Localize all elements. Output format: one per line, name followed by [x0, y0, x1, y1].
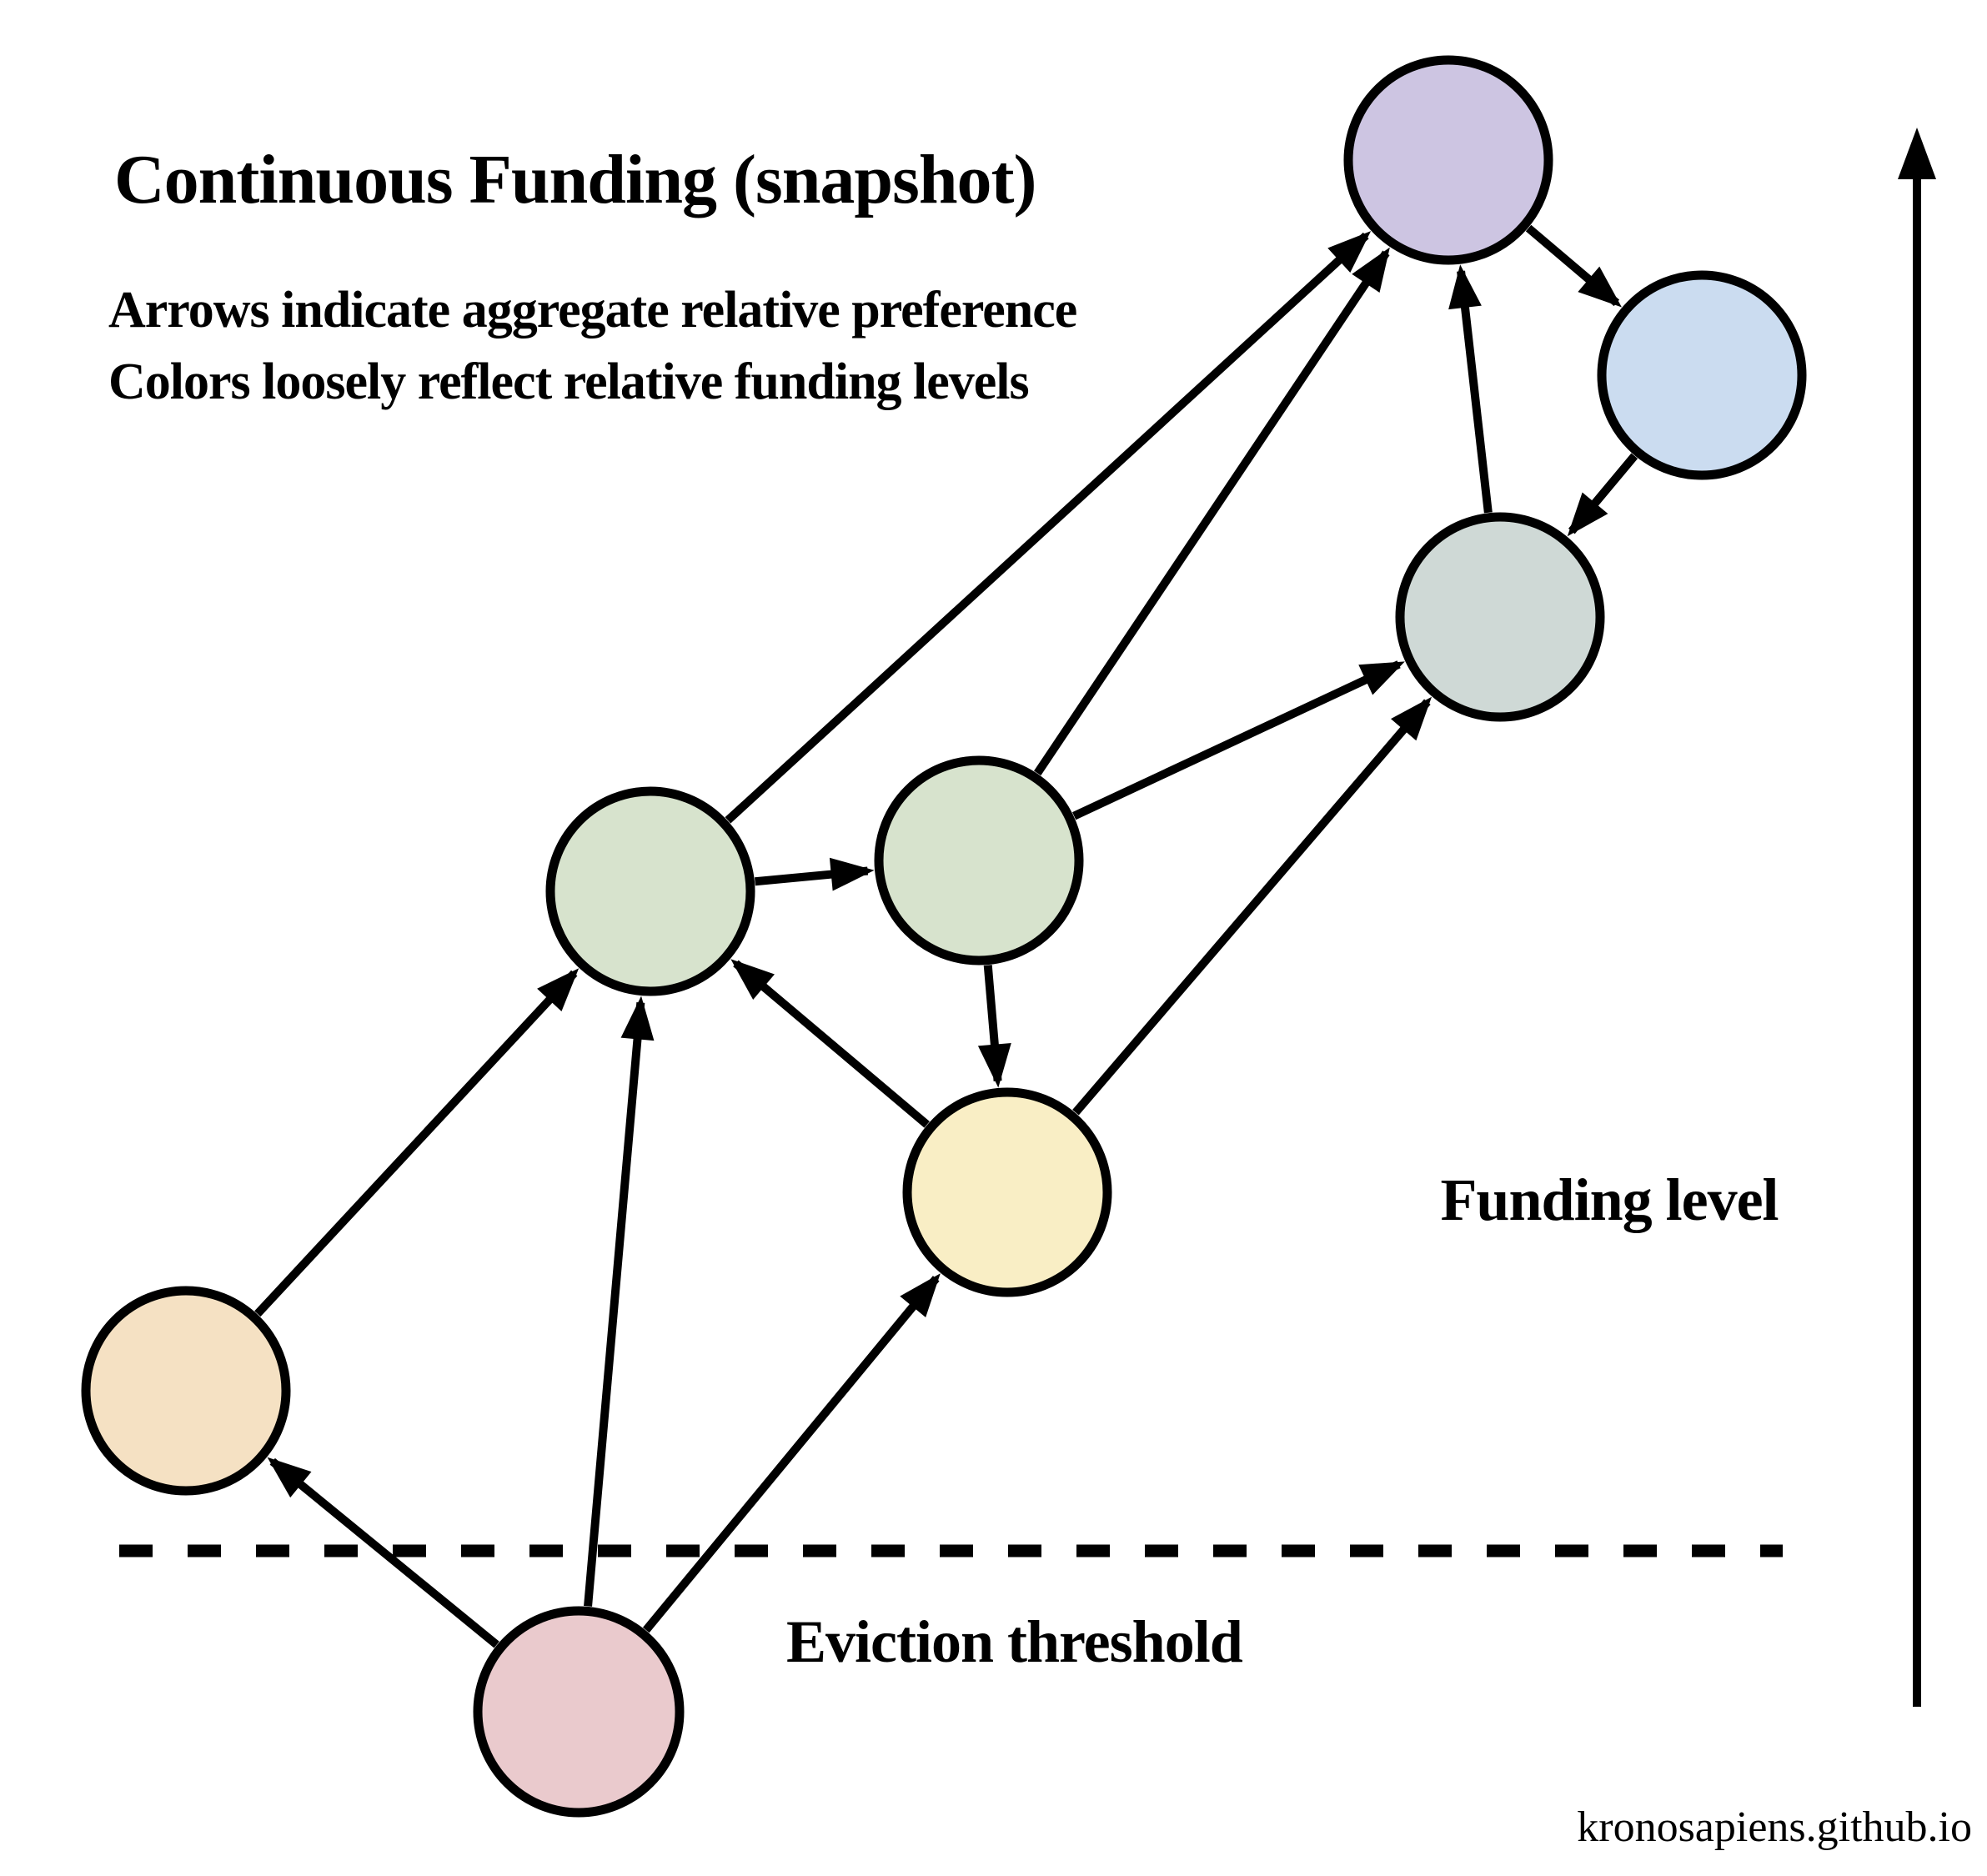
- funding-level-axis: [1898, 128, 1936, 1707]
- node-orange: [81, 1286, 291, 1496]
- page-title: Continuous Funding (snapshot): [114, 141, 1036, 218]
- node-purple: [1343, 55, 1553, 265]
- funding-level-label: Funding level: [1440, 1166, 1778, 1233]
- arrowhead-yellow-to-teal-icon: [1391, 696, 1433, 741]
- edge-teal-to-purple: [1457, 270, 1493, 514]
- arrowhead-pink-to-yellow-icon: [900, 1273, 941, 1318]
- edge-pink-to-yellow: [642, 1276, 940, 1633]
- nodes-layer: [81, 55, 1807, 1818]
- edge-yellow-to-teal: [1072, 699, 1431, 1116]
- edges-layer: [254, 224, 1638, 1648]
- edge-pink-to-orange: [269, 1457, 499, 1648]
- arrowhead-orange-to-green-left-icon: [537, 968, 580, 1011]
- node-pink: [473, 1606, 685, 1818]
- subtitle-line-2: Colors loosely reflect relative funding …: [108, 354, 1029, 410]
- arrowhead-purple-to-blue-icon: [1578, 266, 1622, 308]
- edge-green-mid-to-purple: [1033, 250, 1390, 776]
- node-blue: [1597, 270, 1807, 480]
- edge-green-mid-to-teal: [1072, 660, 1401, 820]
- arrowhead-green-mid-to-yellow-icon: [977, 1042, 1011, 1088]
- arrowhead-green-left-to-purple-icon: [1327, 231, 1372, 273]
- arrowhead-teal-to-purple-icon: [1448, 264, 1482, 310]
- arrowhead-blue-to-teal-icon: [1567, 492, 1608, 537]
- eviction-threshold-label: Eviction threshold: [786, 1608, 1243, 1675]
- arrowhead-pink-to-green-left-icon: [620, 996, 655, 1041]
- attribution-link: kronosapiens.github.io: [1577, 1803, 1972, 1851]
- node-teal: [1395, 512, 1605, 722]
- node-yellow: [902, 1087, 1112, 1297]
- arrowhead-pink-to-orange-icon: [267, 1457, 312, 1498]
- axis-up-arrowhead-icon: [1898, 128, 1936, 179]
- subtitle-line-1: Arrows indicate aggregate relative prefe…: [108, 282, 1076, 339]
- node-green-mid: [874, 755, 1084, 966]
- edge-pink-to-green-left: [584, 1002, 645, 1607]
- arrowhead-yellow-to-green-left-icon: [730, 959, 775, 1001]
- arrowhead-green-mid-to-purple-icon: [1352, 247, 1390, 293]
- arrowhead-green-left-to-green-mid-icon: [829, 857, 875, 891]
- node-green-left: [545, 786, 755, 996]
- edge-yellow-to-green-left: [733, 960, 930, 1128]
- edge-green-left-to-purple: [725, 232, 1369, 824]
- arrowhead-green-mid-to-teal-icon: [1358, 661, 1405, 695]
- edge-orange-to-green-left: [254, 970, 578, 1317]
